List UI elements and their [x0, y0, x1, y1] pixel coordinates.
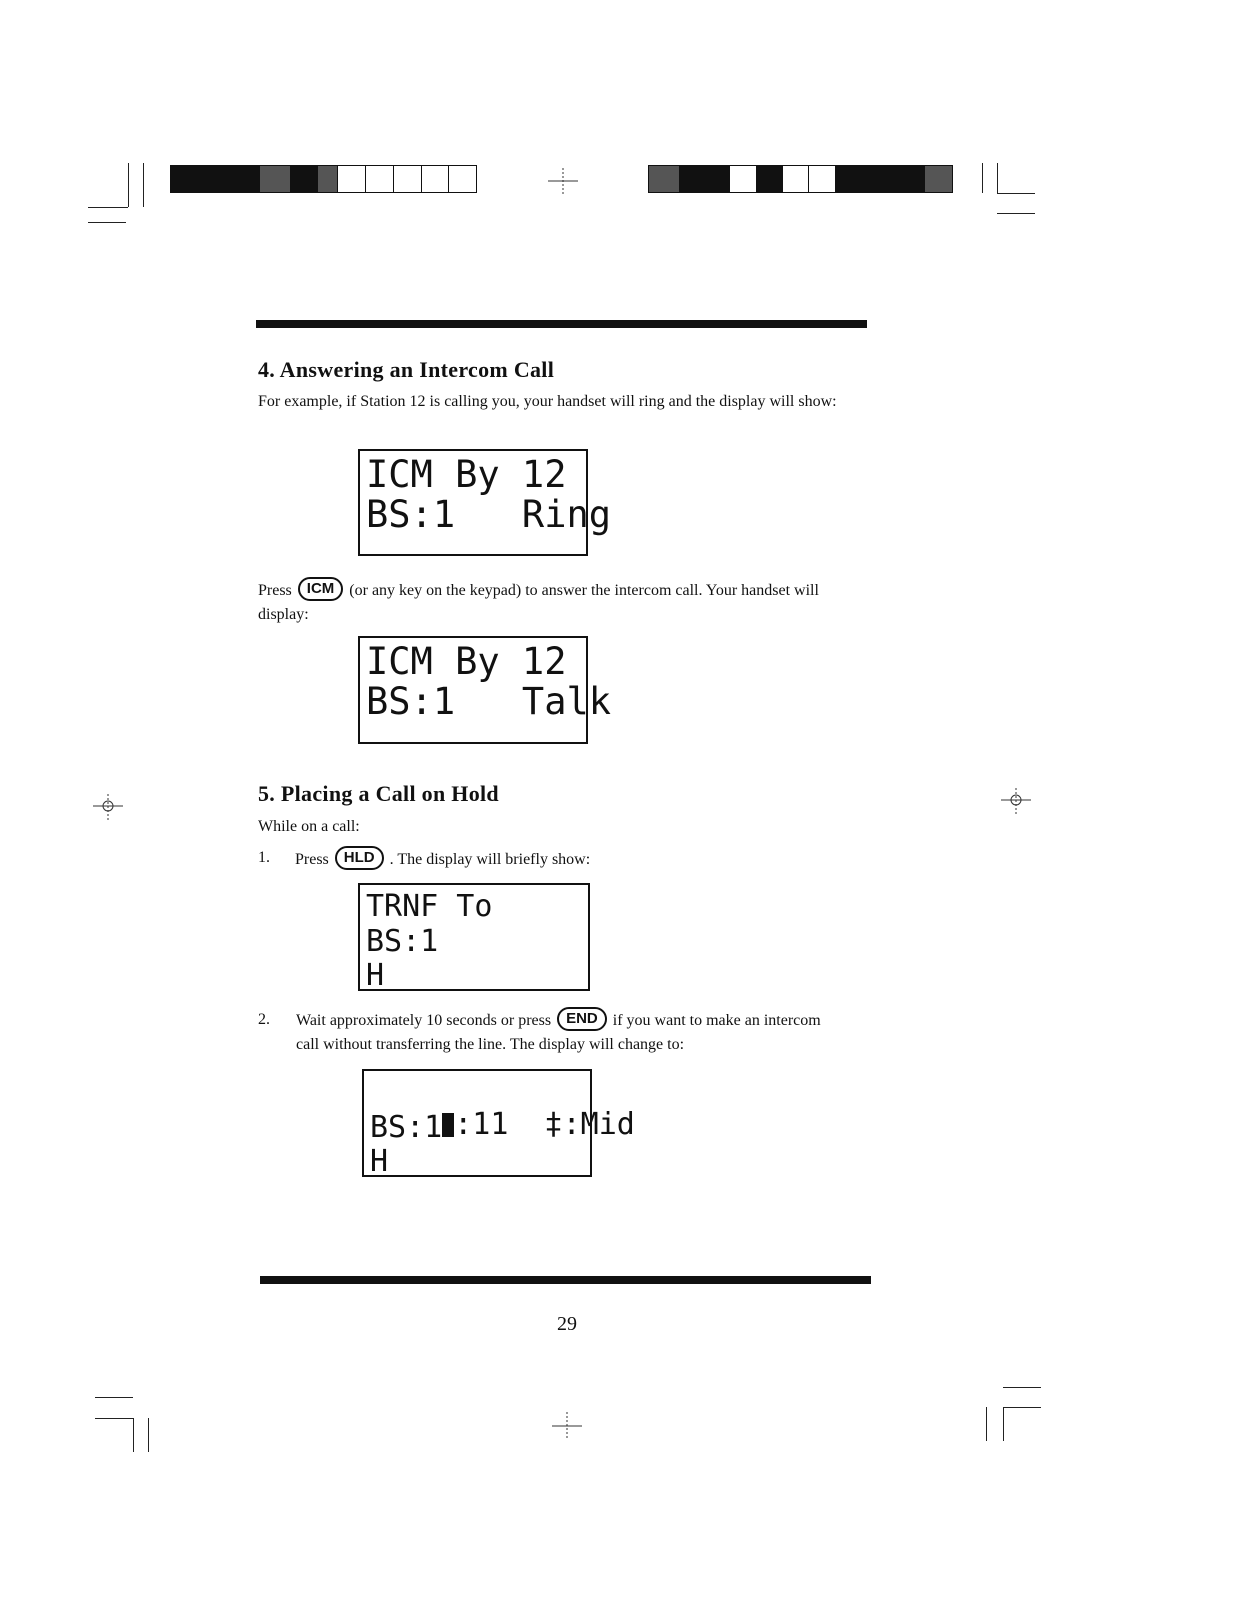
crop-mark-tr-h2: [997, 213, 1035, 214]
page-number: 29: [557, 1313, 577, 1335]
crop-mark-bl-v2: [148, 1418, 149, 1452]
bottom-rule: [260, 1276, 871, 1284]
section-5-heading: 5. Placing a Call on Hold: [258, 781, 499, 806]
registration-mark-left: [93, 794, 123, 820]
icm-key: ICM: [297, 577, 344, 601]
crop-mark-br-h2: [1003, 1407, 1041, 1408]
lcd-line-1: ICM By 12: [366, 453, 567, 496]
crop-mark-tl-v: [128, 163, 129, 207]
press-suffix: (or any key on the keypad) to answer the…: [258, 582, 819, 623]
crop-mark-tr-h: [997, 193, 1035, 194]
lcd-display-ringing: ICM By 12 BS:1 Ring: [358, 449, 612, 556]
lcd-line-2: BS:1: [366, 924, 439, 959]
color-calibration-strip-right: [648, 165, 953, 193]
lcd-line-1: :11 ‡:Mid: [370, 1077, 635, 1173]
lcd-line-1-text: :11 ‡:Mid: [454, 1107, 635, 1142]
section-4-press-instruction: Press ICM(or any key on the keypad) to an…: [258, 577, 870, 627]
section-4-heading: 4. Answering an Intercom Call: [258, 357, 555, 382]
step-1-text: Press HLD . The display will briefly show:: [295, 846, 855, 872]
lcd-display-transfer: TRNF To BS:1 H: [358, 883, 590, 993]
lcd-line-3: H: [366, 958, 385, 993]
lcd-line-2: BS:1 Talk: [366, 680, 612, 723]
crop-mark-tl-v2: [143, 163, 144, 207]
step-1-suffix: . The display will briefly show:: [389, 851, 591, 868]
press-label: Press: [258, 582, 292, 599]
step-1-number: 1.: [258, 849, 270, 866]
step-2-suffix: if you want to make an intercom call wit…: [296, 1012, 821, 1053]
lcd-line-2: BS:1 Ring: [366, 493, 612, 536]
lcd-line-1: TRNF To: [366, 889, 493, 924]
crop-mark-tl-h2: [88, 222, 126, 223]
hld-key: HLD: [334, 846, 384, 870]
crop-mark-tr-v2: [997, 163, 998, 193]
registration-mark-bottom: [552, 1412, 582, 1438]
crop-mark-tl-h: [88, 207, 128, 208]
registration-mark-top: [548, 168, 578, 194]
handset-icon: [442, 1113, 455, 1137]
top-rule: [256, 320, 867, 328]
lcd-line-2: BS:1: [370, 1110, 443, 1145]
lcd-display-talk: ICM By 12 BS:1 Talk: [358, 636, 612, 744]
end-key: END: [557, 1007, 607, 1031]
lcd-line-1: ICM By 12: [366, 640, 567, 683]
crop-mark-bl-v: [133, 1418, 134, 1452]
step-2-number: 2.: [258, 1011, 270, 1028]
lcd-display-hold: :11 ‡:Mid BS:1 H: [362, 1069, 635, 1179]
section-5-intro: While on a call:: [258, 818, 360, 835]
section-4-intro: For example, if Station 12 is calling yo…: [258, 393, 837, 410]
crop-mark-br-v2: [986, 1407, 987, 1441]
crop-mark-bl-h: [95, 1397, 133, 1398]
crop-mark-br-h: [1003, 1387, 1041, 1388]
lcd-line-3: H: [370, 1144, 389, 1179]
crop-mark-bl-h2: [95, 1418, 133, 1419]
step-2-prefix: Wait approximately 10 seconds or press: [296, 1012, 552, 1029]
registration-mark-right: [1001, 788, 1031, 814]
color-calibration-strip-left: [170, 165, 477, 193]
crop-mark-tr-v: [982, 163, 983, 193]
step-2-text: Wait approximately 10 seconds or press EN…: [296, 1007, 836, 1057]
crop-mark-br-v: [1003, 1407, 1004, 1441]
step-1-press-label: Press: [295, 851, 329, 868]
